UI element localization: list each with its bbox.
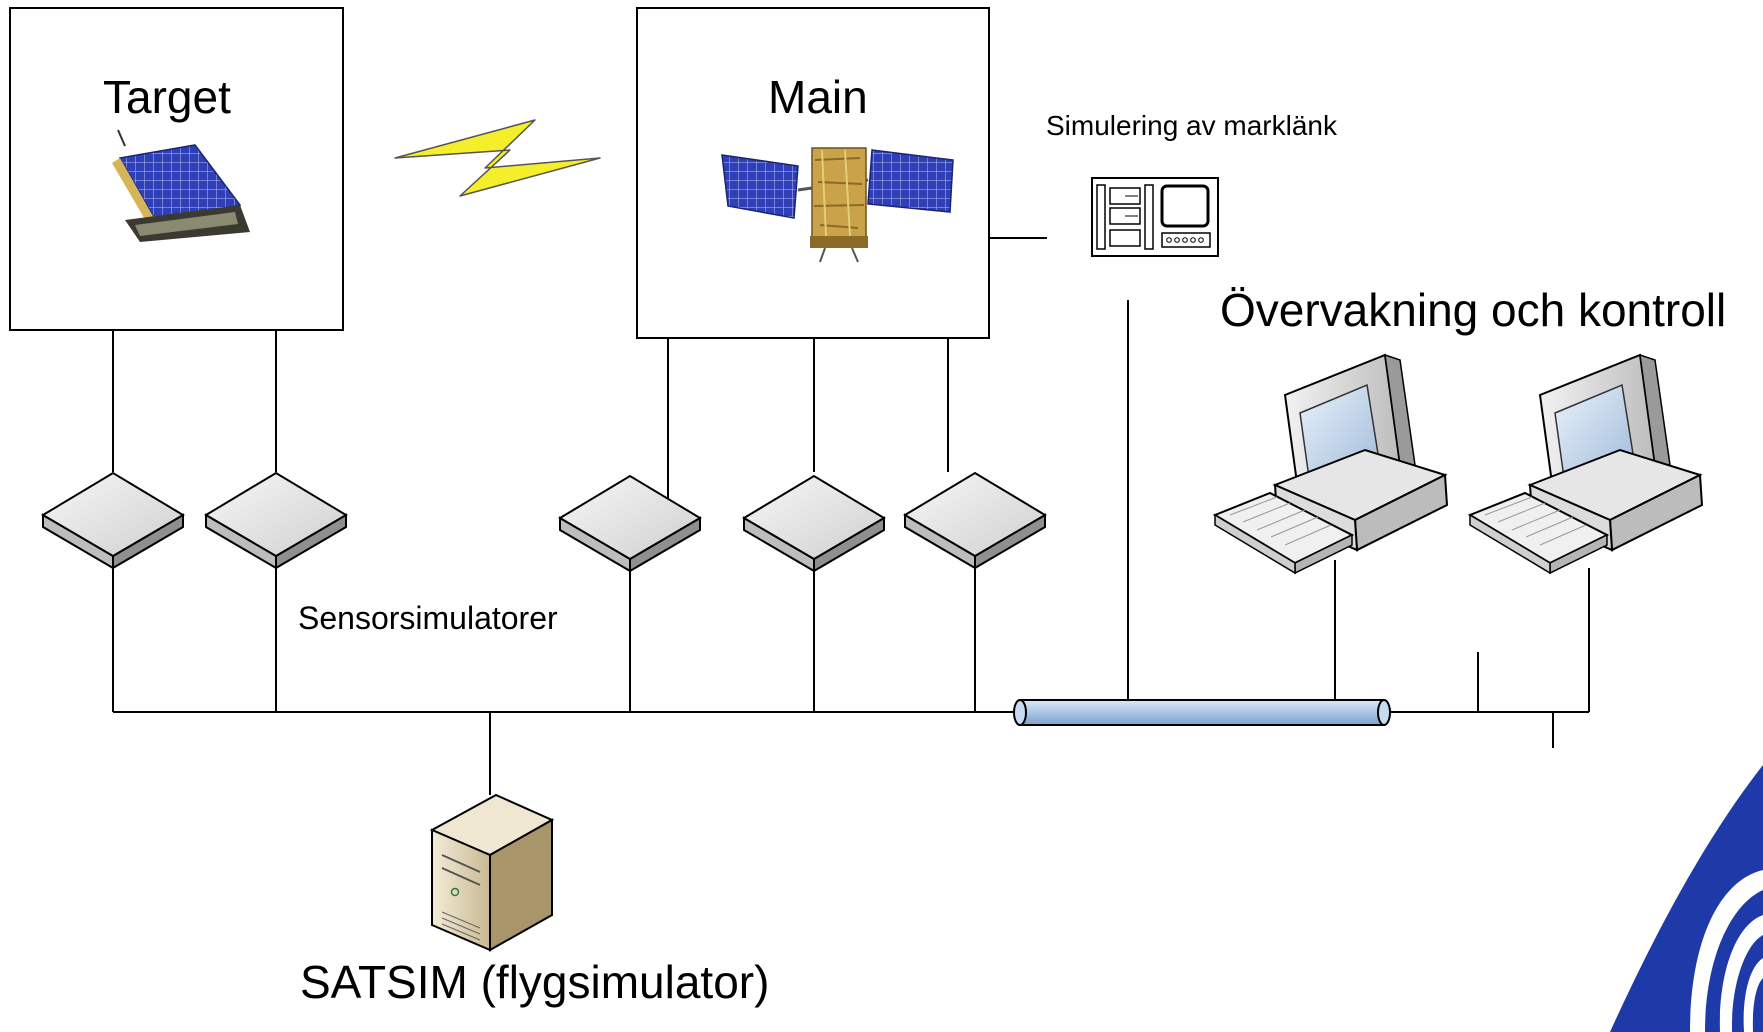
wiring xyxy=(112,300,1590,795)
main-label: Main xyxy=(768,71,868,123)
radio-link-icon xyxy=(394,119,601,197)
ground-link-label: Simulering av marklänk xyxy=(1046,110,1337,141)
server-icon xyxy=(429,793,555,952)
logo-icon xyxy=(1610,765,1763,1032)
target-label: Target xyxy=(103,71,231,123)
sensor-simulator-icon xyxy=(558,474,702,573)
sensor-simulator-icon xyxy=(903,471,1047,570)
satellite-icon xyxy=(721,147,954,263)
workstation-icon xyxy=(1212,353,1449,575)
sensor-simulators xyxy=(41,471,1047,573)
sensor-simulator-icon xyxy=(41,471,185,570)
monitoring-label: Övervakning och kontroll xyxy=(1220,284,1727,336)
sensor-simulator-icon xyxy=(204,471,348,570)
satellite-icon xyxy=(112,129,250,242)
ground-station-icon xyxy=(1091,177,1219,257)
sensors-label: Sensorsimulatorer xyxy=(298,600,558,636)
sensor-simulator-icon xyxy=(742,474,886,573)
satsim-label: SATSIM (flygsimulator) xyxy=(300,956,770,1008)
workstation-icon xyxy=(1467,353,1704,575)
network-bus-icon xyxy=(1013,699,1391,726)
